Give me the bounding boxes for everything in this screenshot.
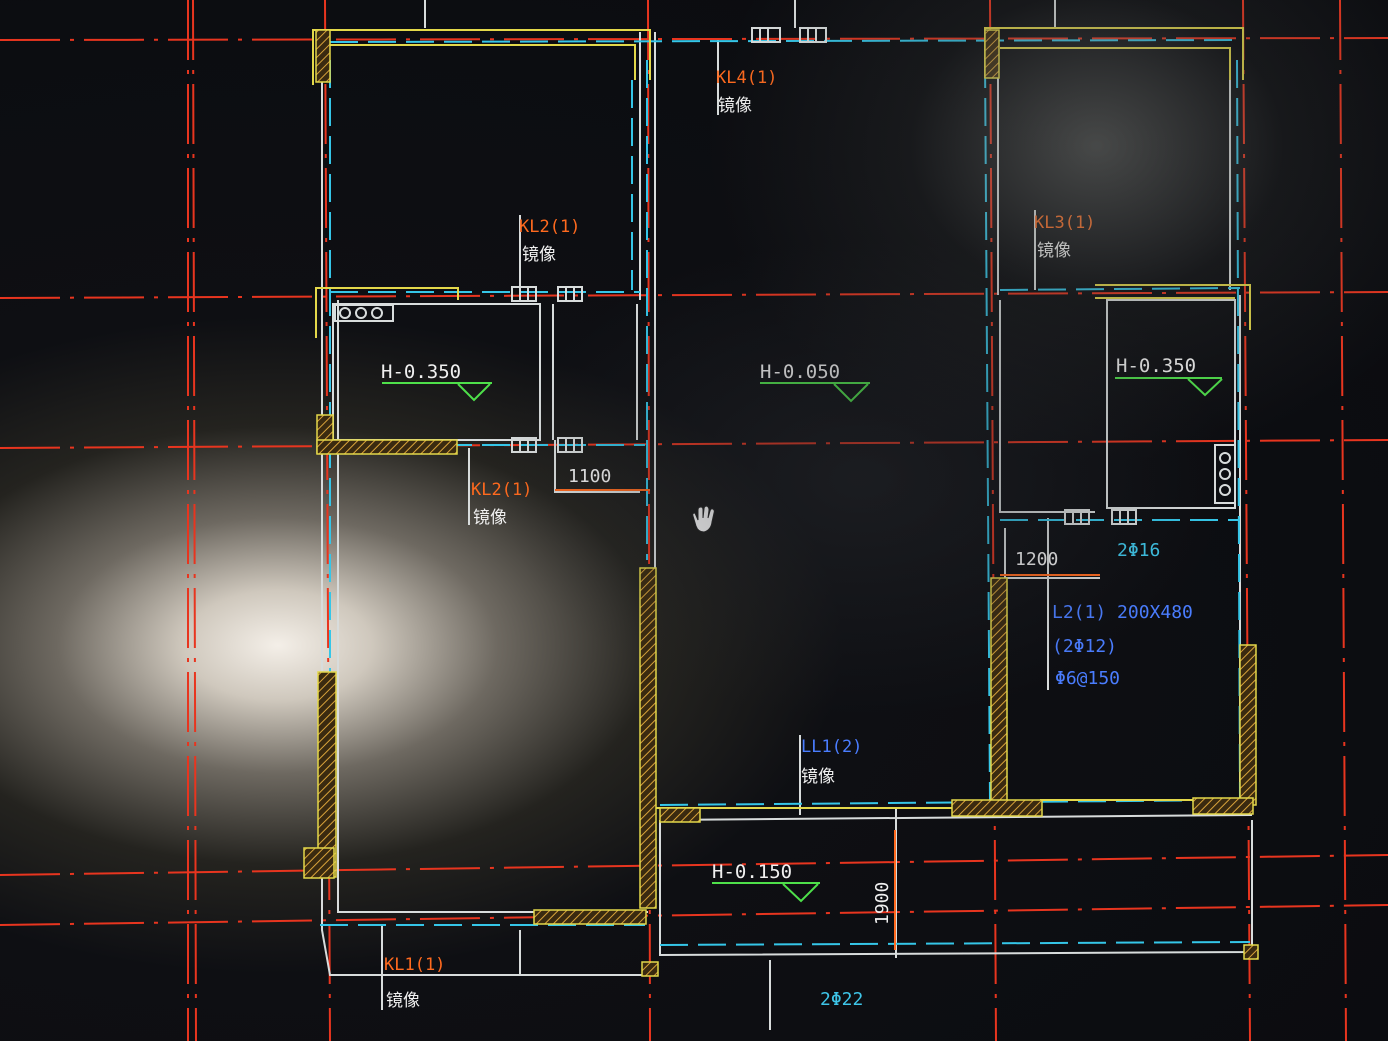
kl3-note: 镜像 <box>1037 241 1071 261</box>
dim-1900: 1900 <box>872 882 893 925</box>
beams <box>320 39 1251 946</box>
ll1-label: LL1(2) <box>801 737 862 757</box>
ll1-note: 镜像 <box>801 767 835 787</box>
level-left: H-0.350 <box>381 361 461 383</box>
dim-1100: 1100 <box>568 466 611 487</box>
hand-pan-icon <box>692 505 715 533</box>
l2-stirrup: Φ6@150 <box>1055 668 1120 689</box>
hatched-sections <box>303 29 1259 977</box>
kl4-label: KL4(1) <box>716 68 777 88</box>
level-right: H-0.350 <box>1116 355 1196 377</box>
columns <box>312 27 1251 809</box>
kl3-label: KL3(1) <box>1034 213 1095 233</box>
kl1-note: 镜像 <box>386 991 420 1011</box>
l2-label: L2(1) 200X480 <box>1052 602 1193 623</box>
dim-1200: 1200 <box>1015 549 1058 570</box>
kl4-note: 镜像 <box>718 96 752 116</box>
rebar-top: 2Φ16 <box>1117 540 1160 561</box>
kl1-label: KL1(1) <box>384 955 445 975</box>
level-center: H-0.050 <box>760 361 840 383</box>
kl2-mid-note: 镜像 <box>473 508 507 528</box>
kl2-mid-label: KL2(1) <box>471 480 532 500</box>
rebar-bottom: 2Φ22 <box>820 989 863 1010</box>
l2-rebar: (2Φ12) <box>1052 636 1117 657</box>
kl2-top-note: 镜像 <box>522 245 556 265</box>
level-bottom: H-0.150 <box>712 861 792 883</box>
kl2-top-label: KL2(1) <box>519 217 580 237</box>
